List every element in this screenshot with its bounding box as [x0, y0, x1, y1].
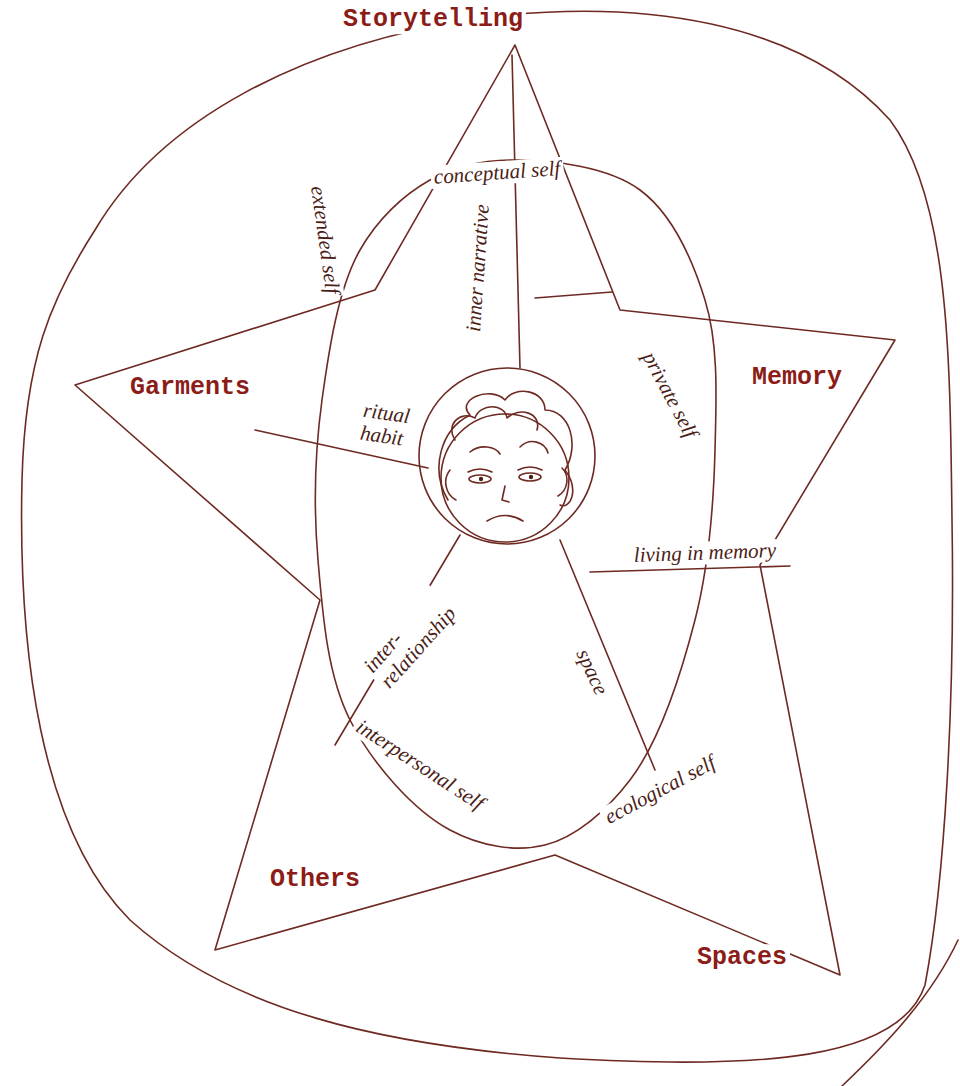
face-mouth	[487, 516, 523, 522]
face-outline	[441, 414, 569, 542]
hair-scribble	[439, 391, 573, 505]
face-eye	[519, 473, 541, 481]
enclosing-blob	[22, 11, 953, 1062]
star-shape-path	[75, 45, 895, 975]
self-ring-outline	[300, 150, 730, 860]
self-label: private self	[636, 345, 703, 444]
arm-label: Spaces	[694, 944, 790, 972]
spoke-line	[535, 292, 612, 298]
self-label: conceptual self	[430, 157, 564, 189]
spoke-line	[512, 55, 520, 368]
spoke-label: living in memory	[630, 539, 779, 567]
hair-curls	[446, 407, 567, 500]
face-ring	[419, 368, 595, 544]
face-eye	[469, 475, 491, 483]
self-ring: conceptual self extended self private self…	[300, 150, 730, 860]
self-label: interpersonal self	[349, 713, 490, 816]
face-pupil	[529, 475, 533, 479]
star-shape: StorytellingGarmentsMemoryOthersSpacesco…	[60, 30, 910, 990]
self-label: ecological self	[598, 750, 722, 830]
self-label: extended self	[306, 181, 345, 298]
arm-label: Storytelling	[340, 6, 526, 34]
spoke-label: inner narrative	[462, 200, 494, 335]
arm-label: Garments	[127, 374, 253, 402]
spoke-label: space	[570, 643, 614, 702]
arm-label: Memory	[749, 364, 845, 392]
blob-tail	[842, 940, 958, 1086]
spoke-line	[560, 540, 655, 770]
face-pupil	[479, 477, 483, 481]
face-lids	[468, 467, 542, 472]
spoke-label: ritual habit	[356, 398, 415, 451]
self-ring-path	[315, 160, 716, 848]
face-nose	[502, 486, 509, 502]
arm-label: Others	[267, 866, 363, 894]
spoke-label: inter- relationship	[357, 585, 463, 695]
